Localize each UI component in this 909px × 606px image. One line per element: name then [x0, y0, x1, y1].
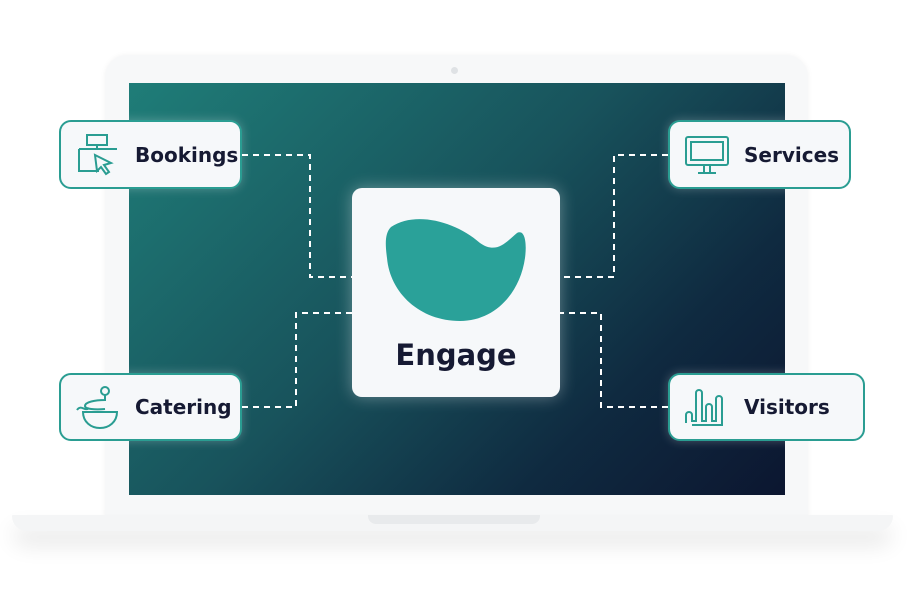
- module-label: Services: [744, 142, 840, 167]
- laptop-camera: [451, 67, 458, 74]
- booking-cursor-icon: [78, 133, 117, 175]
- connector-services: [560, 154, 668, 278]
- catering-bowl-icon: [76, 386, 119, 430]
- module-label: Catering: [135, 395, 232, 419]
- module-label: Visitors: [744, 395, 830, 419]
- visitors-chart-icon: [685, 389, 723, 426]
- connector-visitors: [560, 312, 668, 408]
- module-card-visitors[interactable]: Visitors: [668, 373, 865, 441]
- connector-catering: [242, 312, 352, 408]
- monitor-icon: [685, 135, 729, 174]
- module-card-bookings[interactable]: Bookings: [59, 120, 242, 189]
- module-card-catering[interactable]: Catering: [59, 373, 242, 441]
- connector-bookings: [242, 154, 352, 278]
- engage-logo-icon: [385, 219, 526, 321]
- module-label: Bookings: [135, 142, 239, 167]
- engage-title: Engage: [395, 338, 517, 372]
- module-card-services[interactable]: Services: [668, 120, 851, 189]
- laptop-notch: [368, 515, 540, 524]
- engage-card[interactable]: Engage: [352, 188, 560, 397]
